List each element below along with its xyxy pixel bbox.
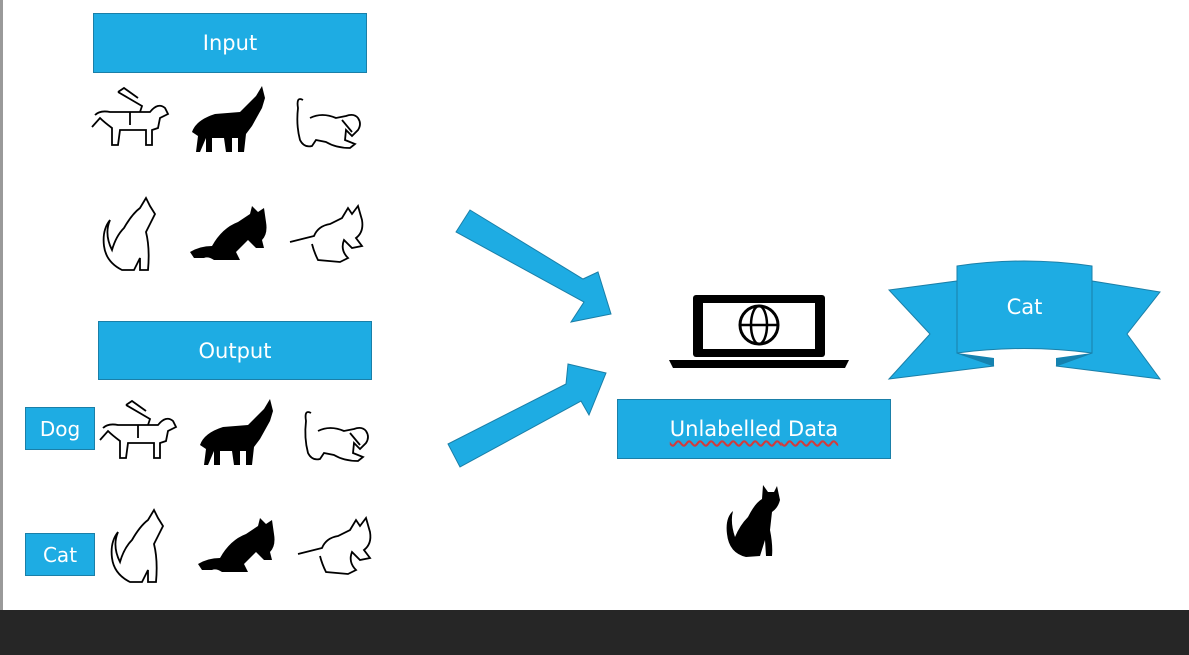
unlabelled-rest: Data [781,417,839,441]
laptop-globe-icon [669,295,849,368]
unlabelled-word: Unlabelled [669,417,782,441]
crouching-cat-icon [198,518,275,572]
upper-arrow [455,209,612,323]
output-label: Output [198,338,272,363]
puppy-icon [304,411,369,462]
kitten-icon [289,204,364,263]
sitting-cat-icon [102,196,157,271]
howling-wolf-icon [192,86,265,152]
bottom-toolbar [0,610,1189,655]
dog-tag-label: Dog [39,416,81,441]
cat-tag-box: Cat [25,533,95,576]
prediction-label: Cat [1006,295,1043,319]
cat-tag-label: Cat [42,542,78,567]
input-label: Input [202,31,258,55]
lower-arrow [447,363,607,468]
output-label-box: Output [98,321,372,380]
sitting-cat-icon [110,508,165,583]
guide-dog-icon [91,86,170,146]
kitten-icon [297,516,372,575]
puppy-icon [296,98,361,149]
black-cat-icon [726,485,780,557]
unlabelled-data-box: Unlabelled Data [617,399,891,459]
input-label-box: Input [93,13,367,73]
crouching-cat-icon [190,206,267,260]
slide-left-border [0,0,3,655]
dog-tag-box: Dog [25,407,95,450]
howling-wolf-icon [200,399,273,465]
prediction-ribbon [887,260,1162,380]
guide-dog-icon [99,399,178,459]
